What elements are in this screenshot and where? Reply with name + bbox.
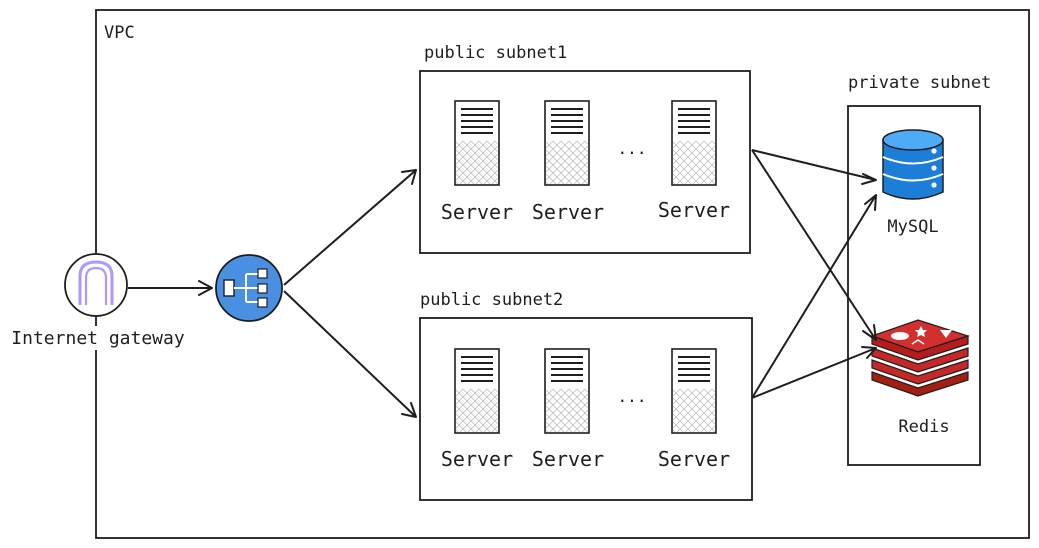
ellipsis: ... [618,387,647,406]
edge-subnet1-to-redis [751,149,877,341]
internet-gateway-icon [64,253,128,317]
server-icon [671,100,717,186]
server-label: Server [658,447,730,471]
redis-icon [870,319,970,397]
internet-gateway-label: Internet gateway [11,328,185,349]
edge-subnet2-to-mysql [751,194,877,399]
vpc-label: VPC [104,23,135,43]
private-subnet-label: private subnet [848,73,991,93]
server-label: Server [658,198,730,222]
redis-label: Redis [898,417,949,437]
server-label: Server [441,200,513,224]
edge-subnet2-to-redis [751,347,877,399]
server-label: Server [532,200,604,224]
server-icon [544,100,590,186]
server-label: Server [532,447,604,471]
arrowhead [401,402,417,418]
mysql-database: MySQL [882,129,944,237]
arrowhead [401,169,417,185]
arrowhead [862,324,877,341]
edge-loadbalancer-to-subnet2 [283,290,417,418]
server-label: Server [441,447,513,471]
public-subnet-1: public subnet1 ... Server Server Server [419,43,751,254]
edge-loadbalancer-to-subnet1 [283,169,417,286]
server-icon [454,348,500,434]
server-icon [544,348,590,434]
arrowhead [861,346,877,359]
private-subnet: private subnet MySQL [847,73,991,466]
arrowhead [864,194,877,211]
server-icon [671,348,717,434]
arrowhead [198,280,213,296]
mysql-database-icon [882,129,944,200]
public-subnet-2: public subnet2 ... Server Server Server [419,290,753,501]
mysql-label: MySQL [887,217,938,237]
redis-cache: Redis [870,319,970,437]
public-subnet-2-box [419,317,753,501]
load-balancer-icon [215,254,283,322]
public-subnet-1-label: public subnet1 [424,43,567,63]
connections [128,149,877,418]
public-subnet-2-label: public subnet2 [420,290,563,310]
edge-subnet1-to-mysql [751,149,877,181]
private-subnet-box [847,105,981,466]
ellipsis: ... [618,139,647,158]
server-icon [454,100,500,186]
public-subnet-1-box [419,70,751,254]
internet-gateway: Internet gateway [10,253,186,350]
load-balancer [215,254,283,322]
arrowhead [861,173,877,185]
